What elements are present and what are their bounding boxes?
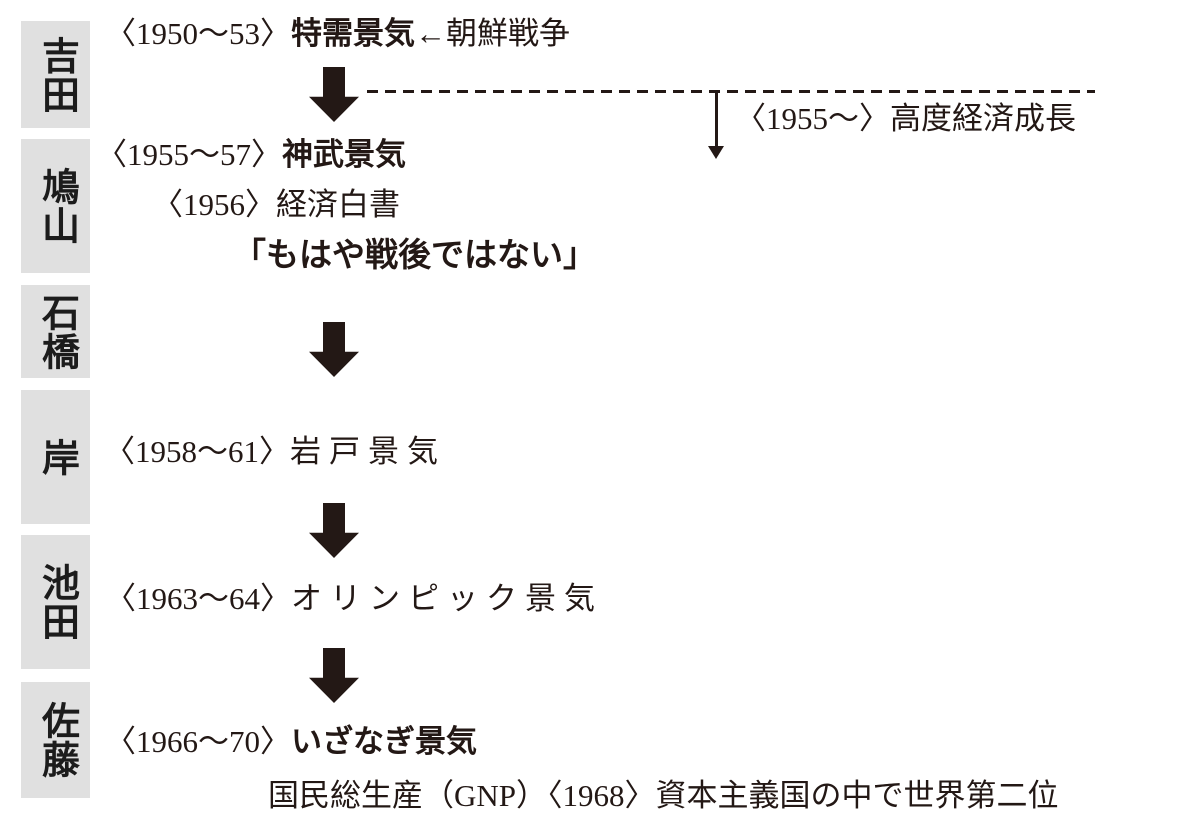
pm-label-ishibashi: 石橋 xyxy=(35,292,78,371)
period-1966-70: 〈1966〜70〉 xyxy=(105,724,291,759)
period-1955-57: 〈1955〜57〉 xyxy=(96,137,282,172)
pm-label-ikeda: 池田 xyxy=(35,563,78,641)
boom-name-jinmu: 神武景気 xyxy=(282,137,406,172)
pm-label-hatoyama: 鳩山 xyxy=(35,167,78,245)
quote-mohaya-sengo: 「もはや戦後ではない」 xyxy=(233,236,596,273)
timeline-row-economic-white-paper: 〈1956〉経済白書 xyxy=(152,187,400,222)
timeline-row-izanagi-boom: 〈1966〜70〉いざなぎ景気 xyxy=(105,724,477,760)
timeline-row-tokuju-boom: 〈1950〜53〉特需景気←朝鮮戦争 xyxy=(105,16,570,52)
pm-box-ikeda: 池田 xyxy=(21,535,90,669)
pm-box-hatoyama: 鳩山 xyxy=(21,139,90,273)
boom-name-tokuju: 特需景気 xyxy=(291,16,415,51)
cause-korean-war: ←朝鮮戦争 xyxy=(415,16,570,51)
note-gnp-world-second: 国民総生産（GNP）〈1968〉資本主義国の中で世界第二位 xyxy=(268,778,1059,813)
branch-down-arrow-icon xyxy=(708,146,724,159)
pm-box-ishibashi: 石橋 xyxy=(21,285,90,378)
down-arrow-icon xyxy=(309,322,359,377)
boom-name-olympic: オリンピック景気 xyxy=(291,581,603,616)
timeline-row-iwato-boom: 〈1958〜61〉岩戸景気 xyxy=(104,434,446,470)
down-arrow-icon xyxy=(309,503,359,558)
pm-label-yoshida: 吉田 xyxy=(35,35,78,114)
timeline-row-jinmu-boom: 〈1955〜57〉神武景気 xyxy=(96,137,406,173)
down-arrow-icon xyxy=(309,67,359,122)
period-1958-61: 〈1958〜61〉 xyxy=(104,434,290,469)
branch-arrow-line xyxy=(715,92,718,148)
period-1963-64: 〈1963〜64〉 xyxy=(105,581,291,616)
pm-label-kishi: 岸 xyxy=(35,437,78,477)
boom-name-izanagi: いざなぎ景気 xyxy=(291,724,477,759)
pm-box-yoshida: 吉田 xyxy=(21,21,90,128)
pm-box-sato: 佐藤 xyxy=(21,682,90,798)
boom-name-iwato: 岩戸景気 xyxy=(290,434,446,469)
branch-label-high-growth: 〈1955〜〉高度経済成長 xyxy=(735,101,1076,136)
branch-dashed-line xyxy=(367,90,1095,93)
down-arrow-icon xyxy=(309,648,359,703)
pm-label-sato: 佐藤 xyxy=(35,701,78,779)
pm-box-kishi: 岸 xyxy=(21,390,90,524)
timeline-row-olympic-boom: 〈1963〜64〉オリンピック景気 xyxy=(105,581,603,617)
period-1950-53: 〈1950〜53〉 xyxy=(105,16,291,51)
